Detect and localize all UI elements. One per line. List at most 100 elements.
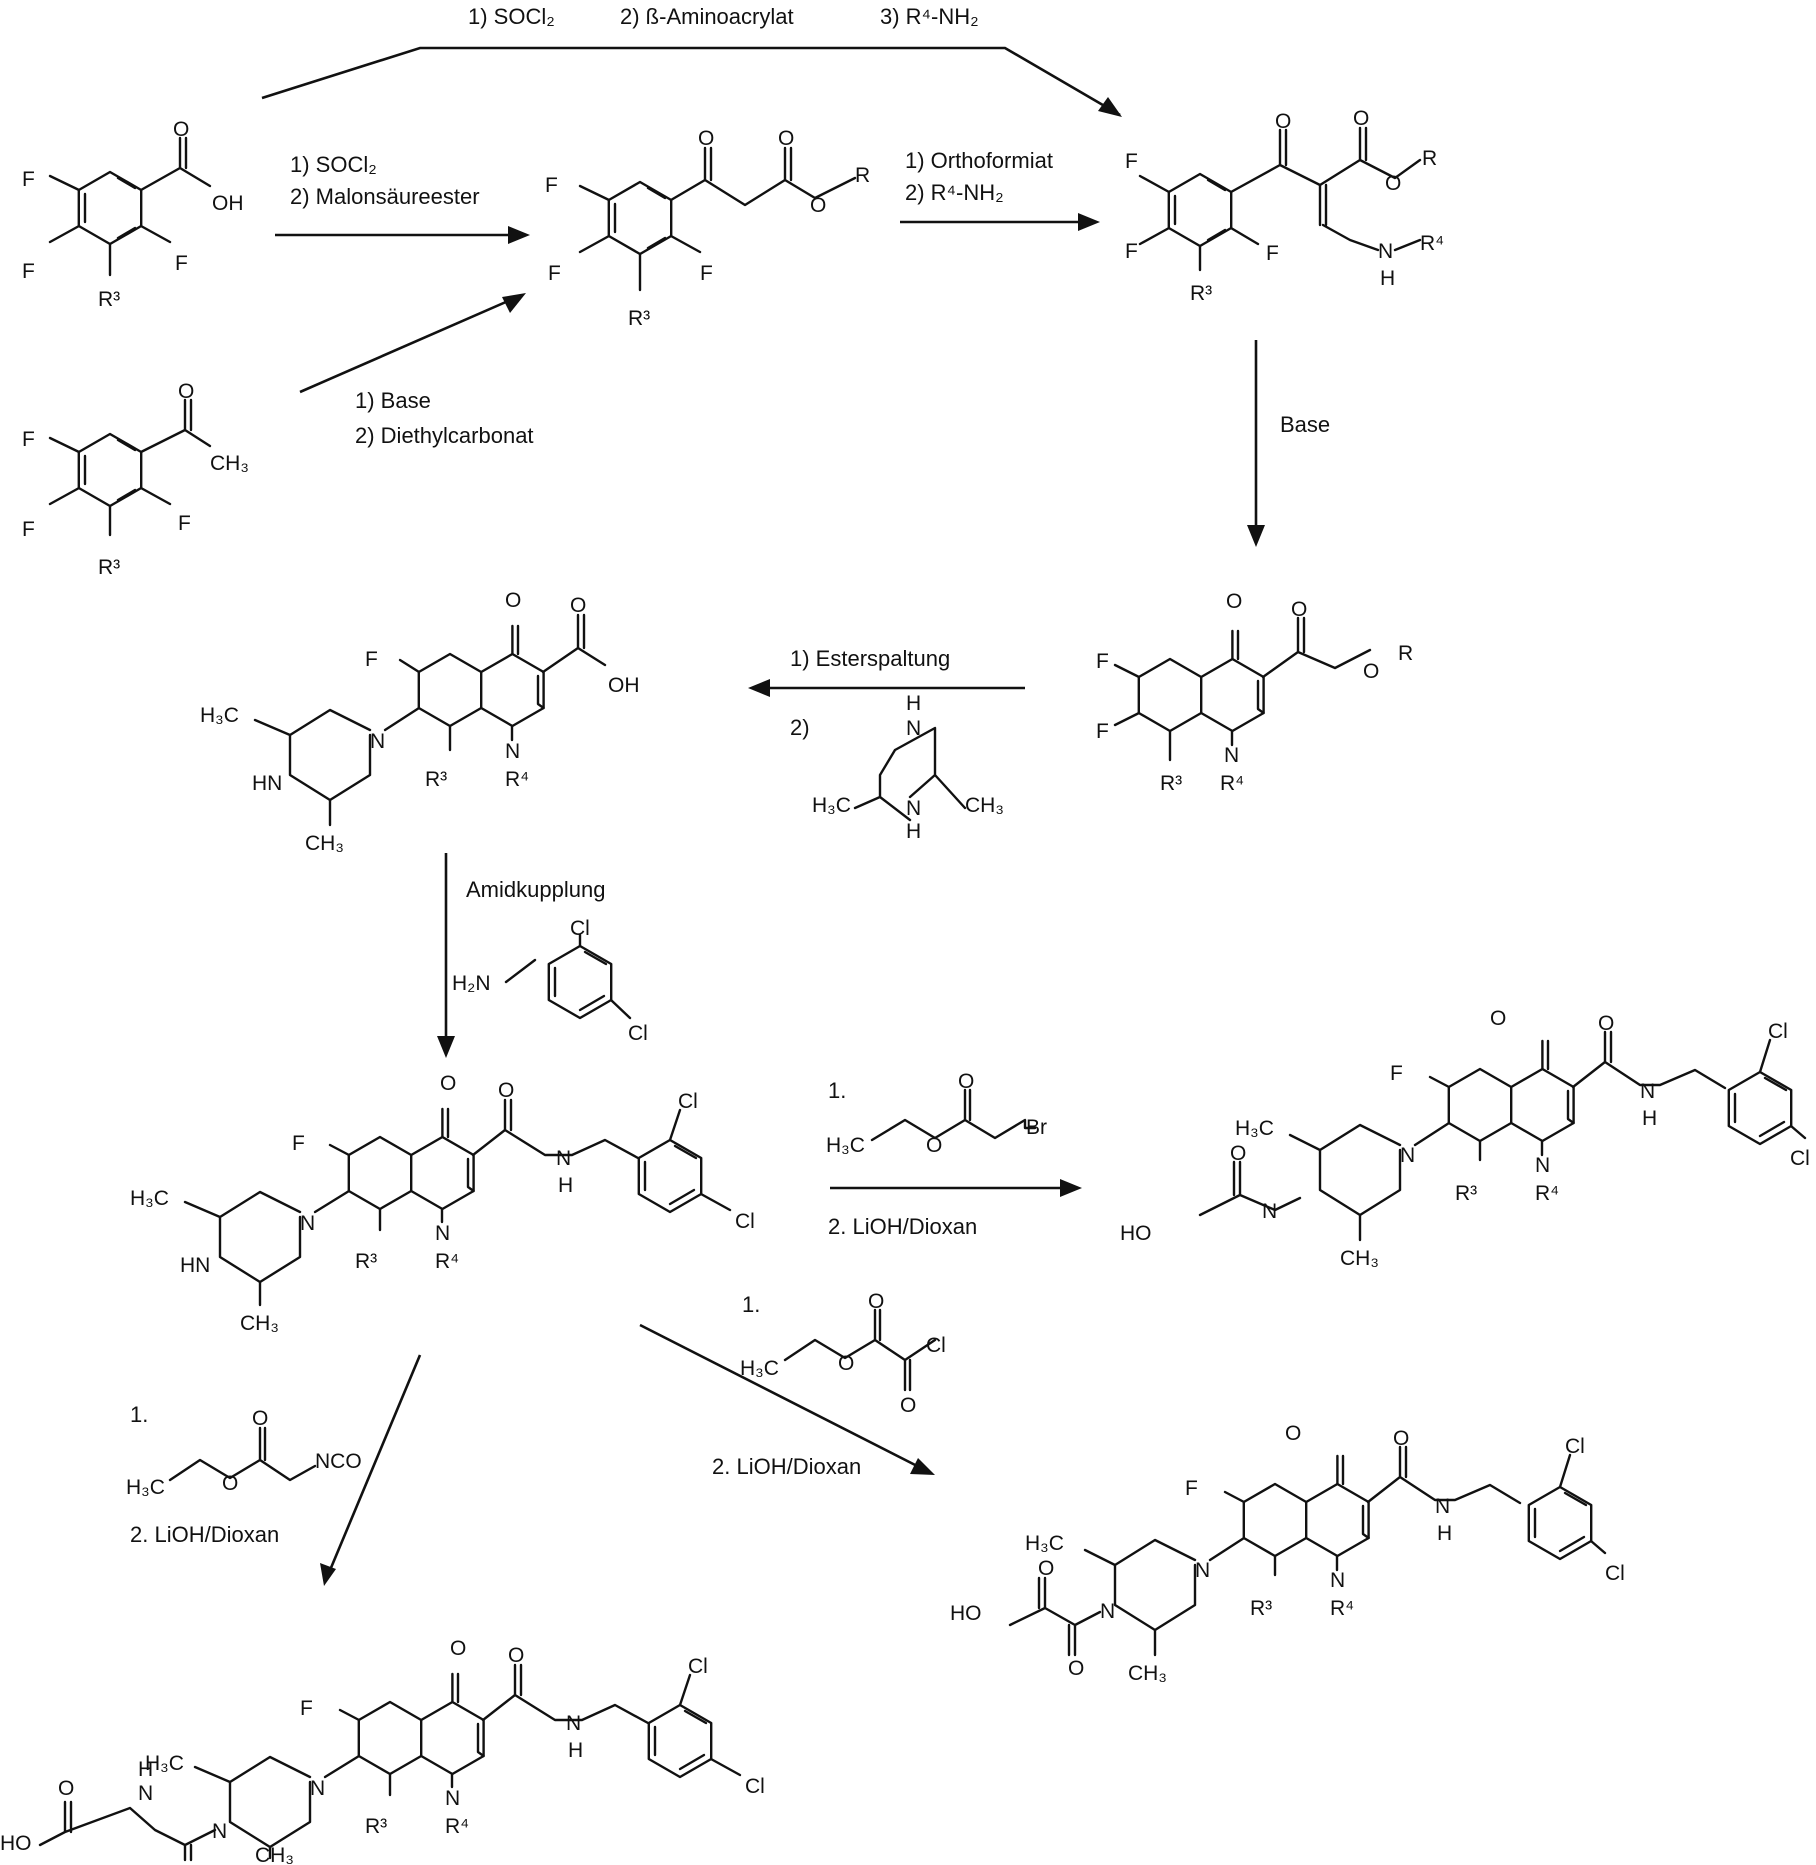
svg-text:R³: R³ <box>365 1815 387 1838</box>
arrow-ketoester-to-enamine <box>900 213 1100 231</box>
molecule-ketoester: F F F O O O R R³ <box>545 127 870 330</box>
svg-text:N: N <box>300 1212 315 1235</box>
svg-text:HO: HO <box>1120 1222 1152 1245</box>
svg-text:R⁴: R⁴ <box>1535 1182 1559 1205</box>
svg-text:O: O <box>178 380 194 403</box>
label-ester-cleavage: 1) Esterspaltung 2) <box>790 646 950 740</box>
svg-text:F: F <box>300 1697 313 1720</box>
svg-text:H₃C: H₃C <box>126 1476 165 1499</box>
arrow-bromoacetate <box>830 1179 1082 1197</box>
svg-text:N: N <box>906 717 921 740</box>
svg-text:2): 2) <box>790 715 810 740</box>
svg-text:H₃C: H₃C <box>1025 1532 1064 1555</box>
svg-text:HO: HO <box>950 1602 982 1625</box>
svg-text:N: N <box>1640 1080 1655 1103</box>
svg-text:H₂N: H₂N <box>452 972 490 995</box>
label-oxalyl: 1. 2. LiOH/Dioxan <box>712 1292 861 1479</box>
svg-text:N: N <box>212 1820 227 1843</box>
molecule-benzoic-acid: F F F O OH R³ <box>22 118 244 311</box>
svg-text:1.: 1. <box>742 1292 760 1317</box>
svg-text:CH₃: CH₃ <box>210 452 249 475</box>
svg-text:O: O <box>450 1637 466 1660</box>
svg-text:N: N <box>1535 1154 1550 1177</box>
svg-text:HO: HO <box>0 1832 32 1855</box>
svg-text:R⁴: R⁴ <box>1330 1597 1354 1620</box>
svg-text:F: F <box>1185 1477 1198 1500</box>
svg-text:N: N <box>1435 1495 1450 1518</box>
svg-text:N: N <box>138 1782 153 1805</box>
arrow-top-bypass <box>262 48 1122 117</box>
svg-text:HN: HN <box>252 772 282 795</box>
svg-text:Cl: Cl <box>1605 1562 1625 1585</box>
svg-text:O: O <box>173 118 189 141</box>
reagent-ethyl-oxalyl-chloride: H₃C O O Cl O <box>740 1290 946 1417</box>
svg-text:N: N <box>556 1147 571 1170</box>
svg-text:H₃C: H₃C <box>740 1357 779 1380</box>
svg-text:O: O <box>1226 590 1242 613</box>
svg-text:O: O <box>958 1070 974 1093</box>
svg-text:O: O <box>1393 1427 1409 1450</box>
svg-text:F: F <box>22 428 35 451</box>
svg-text:R³: R³ <box>628 307 650 330</box>
label-cyclization: Base <box>1280 412 1330 437</box>
svg-text:2. LiOH/Dioxan: 2. LiOH/Dioxan <box>130 1522 279 1547</box>
reagent-ethyl-isocyanatoacetate: H₃C O O NCO <box>126 1407 362 1499</box>
svg-text:R³: R³ <box>98 288 120 311</box>
svg-text:H: H <box>568 1739 583 1762</box>
svg-text:O: O <box>498 1079 514 1102</box>
svg-text:R³: R³ <box>1190 282 1212 305</box>
svg-text:N: N <box>906 797 921 820</box>
svg-text:R³: R³ <box>98 556 120 579</box>
reagent-dichlorobenzylamine: H₂N Cl Cl <box>452 917 648 1045</box>
svg-text:N: N <box>435 1222 450 1245</box>
svg-text:O: O <box>570 594 586 617</box>
svg-text:Base: Base <box>1280 412 1330 437</box>
arrow-acid-to-ketoester <box>275 226 530 244</box>
svg-text:O: O <box>1598 1012 1614 1035</box>
svg-text:R³: R³ <box>1455 1182 1477 1205</box>
svg-text:R³: R³ <box>1160 772 1182 795</box>
svg-text:H₃C: H₃C <box>130 1187 169 1210</box>
svg-text:N: N <box>310 1777 325 1800</box>
arrow-cyclization <box>1247 340 1265 547</box>
top-step3: 3) R⁴-NH₂ <box>880 4 979 29</box>
svg-text:R⁴: R⁴ <box>435 1250 459 1273</box>
svg-text:N: N <box>1195 1559 1210 1582</box>
svg-text:F: F <box>1096 650 1109 673</box>
svg-text:CH₃: CH₃ <box>1340 1247 1379 1270</box>
svg-text:O: O <box>252 1407 268 1430</box>
svg-text:F: F <box>22 260 35 283</box>
svg-text:N: N <box>1262 1200 1277 1223</box>
svg-text:O: O <box>838 1352 854 1375</box>
svg-text:Cl: Cl <box>1565 1435 1585 1458</box>
svg-text:O: O <box>1068 1657 1084 1680</box>
svg-text:Cl: Cl <box>688 1655 708 1678</box>
svg-text:F: F <box>1125 150 1138 173</box>
svg-text:O: O <box>926 1134 942 1157</box>
svg-text:CH₃: CH₃ <box>965 794 1004 817</box>
svg-text:F: F <box>1125 240 1138 263</box>
arrow-amide-coupling <box>437 853 455 1058</box>
svg-text:Cl: Cl <box>1768 1020 1788 1043</box>
svg-text:1) Base: 1) Base <box>355 388 431 413</box>
svg-text:Cl: Cl <box>628 1022 648 1045</box>
svg-text:Cl: Cl <box>570 917 590 940</box>
svg-text:H: H <box>1380 267 1395 290</box>
label-top-arrow: 1) SOCl₂ 2) ß-Aminoacrylat 3) R⁴-NH₂ <box>468 4 979 29</box>
svg-text:O: O <box>1038 1557 1054 1580</box>
svg-text:Cl: Cl <box>1790 1147 1810 1170</box>
svg-text:H₃C: H₃C <box>812 794 851 817</box>
svg-text:F: F <box>22 168 35 191</box>
svg-text:H₃C: H₃C <box>200 704 239 727</box>
svg-text:H: H <box>1642 1107 1657 1130</box>
svg-text:N: N <box>1100 1600 1115 1623</box>
svg-text:Br: Br <box>1026 1116 1047 1139</box>
svg-text:F: F <box>365 648 378 671</box>
svg-text:N: N <box>1400 1144 1415 1167</box>
top-step2: 2) ß-Aminoacrylat <box>620 4 794 29</box>
svg-text:O: O <box>1363 660 1379 683</box>
arrow-oxalyl <box>640 1325 935 1475</box>
svg-text:1.: 1. <box>130 1402 148 1427</box>
svg-text:R: R <box>1422 147 1437 170</box>
